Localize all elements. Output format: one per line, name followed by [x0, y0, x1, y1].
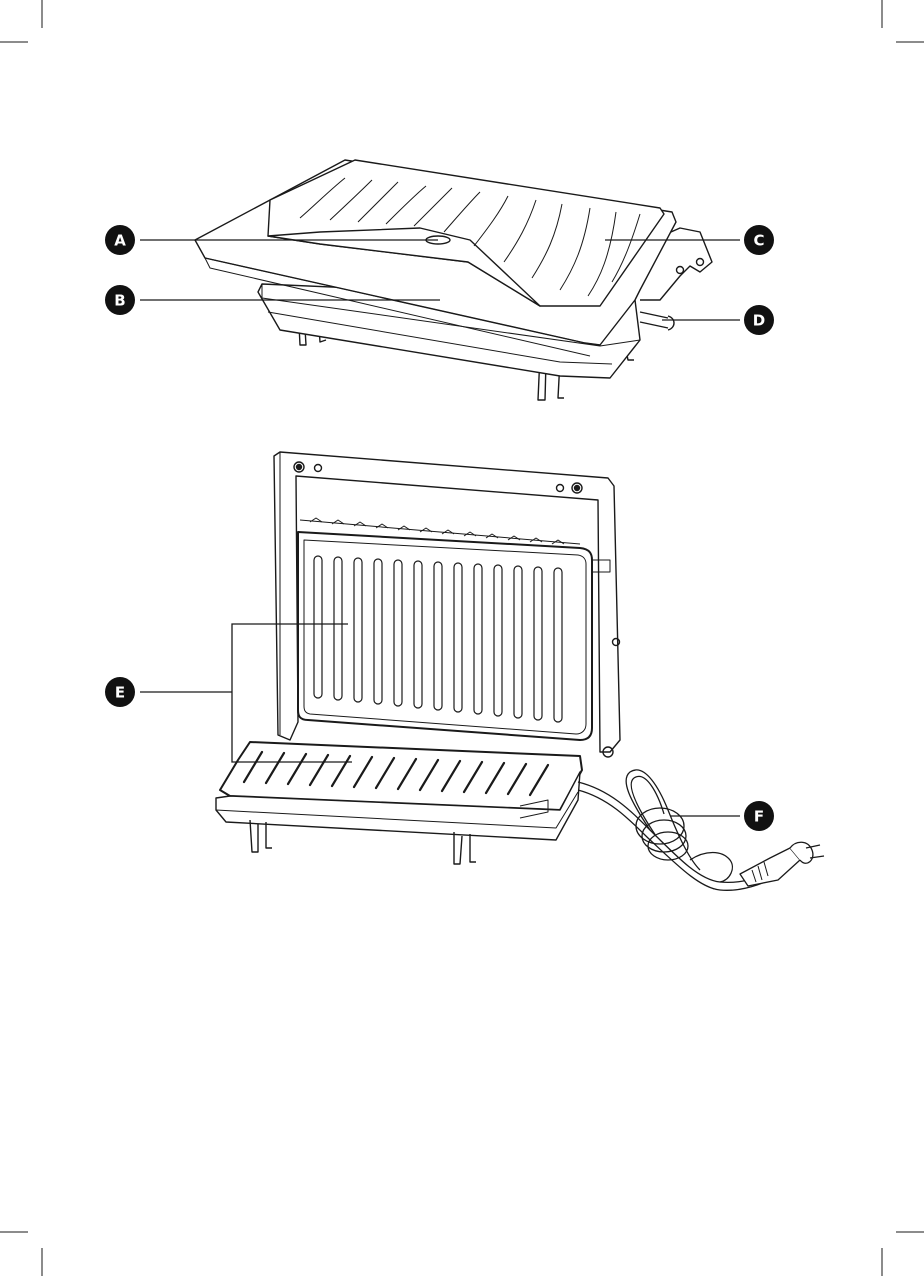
- callout-b-label: B: [114, 292, 125, 310]
- callout-b: B: [105, 285, 135, 315]
- callout-a-label: A: [114, 232, 126, 250]
- power-plug: [740, 842, 824, 886]
- callout-d: D: [744, 305, 774, 335]
- callout-f-label: F: [754, 808, 764, 826]
- callout-e: E: [105, 677, 135, 707]
- closed-grill: [195, 160, 712, 400]
- open-grill: [216, 452, 824, 890]
- callout-c-label: C: [753, 232, 764, 250]
- callout-e-label: E: [115, 684, 125, 702]
- callout-f: F: [744, 801, 774, 831]
- callout-d-label: D: [753, 312, 765, 330]
- callout-a: A: [105, 225, 135, 255]
- callout-c: C: [744, 225, 774, 255]
- cord-stub: [640, 312, 674, 330]
